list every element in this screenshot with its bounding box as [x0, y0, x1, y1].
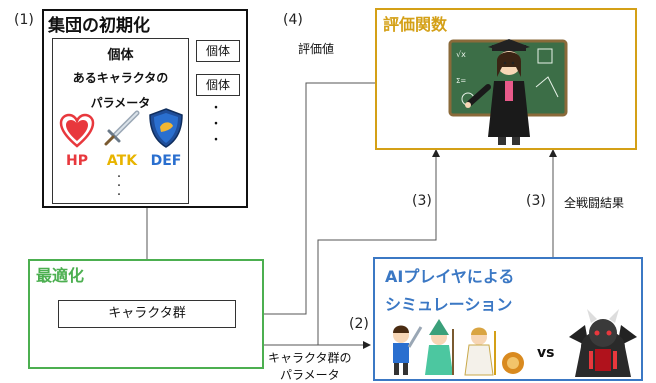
sword-icon: [104, 110, 140, 146]
simulation-panel: AIプレイヤによる シミュレーション vs: [373, 257, 643, 381]
init-title: 集団の初期化: [48, 16, 150, 36]
arrow-eval-to-group: [236, 82, 375, 318]
professor-illustration: √x Σ=: [448, 39, 568, 145]
param-hp-label: HP: [66, 153, 88, 169]
sim-title-line1: AIプレイヤによる: [385, 267, 515, 286]
battle-result-label: 全戦闘結果: [564, 196, 625, 210]
param-continuation-dots: ・・・: [115, 172, 123, 199]
step-1-label: (1): [14, 12, 34, 28]
individual-box: 個体 あるキャラクタの パラメータ HP ATK DEF ・・・: [52, 38, 189, 204]
sim-title-line2: シミュレーション: [385, 295, 513, 314]
individual-box-2: 個体: [196, 40, 240, 62]
eval-value-label: 評価値: [298, 42, 335, 56]
arrow-sim-to-eval-left: [317, 149, 440, 345]
individual-continuation-dots: ・・・: [211, 103, 221, 146]
individual-box-3: 個体: [196, 74, 240, 96]
step-3-left-label: (3): [412, 193, 432, 209]
step-4-label: (4): [283, 12, 303, 28]
optimize-title: 最適化: [36, 266, 85, 285]
step-3-right-label: (3): [526, 193, 546, 209]
eval-title: 評価関数: [383, 15, 448, 34]
shield-icon: [149, 108, 183, 148]
svg-text:√x: √x: [456, 50, 466, 59]
step-2-label: (2): [349, 316, 369, 332]
versus-label: vs: [537, 345, 555, 361]
param-atk-label: ATK: [106, 153, 138, 169]
param-desc-line1: あるキャラクタの: [72, 71, 169, 85]
param-def-label: DEF: [150, 153, 182, 169]
group-param-label-line1: キャラクタ群の: [268, 351, 352, 365]
group-param-label-line2: パラメータ: [280, 368, 340, 382]
demon-king-illustration: [569, 309, 637, 377]
param-desc-line2: パラメータ: [90, 96, 151, 110]
eval-panel: 評価関数 √x Σ=: [375, 8, 637, 150]
hero-party-illustration: [393, 319, 524, 376]
init-panel: 集団の初期化 個体 あるキャラクタの パラメータ HP ATK DEF ・・・: [42, 9, 248, 208]
individual-title: 個体: [107, 48, 134, 63]
svg-text:Σ=: Σ=: [456, 77, 466, 85]
character-group-box: キャラクタ群: [58, 300, 236, 328]
heart-icon: [59, 113, 95, 148]
